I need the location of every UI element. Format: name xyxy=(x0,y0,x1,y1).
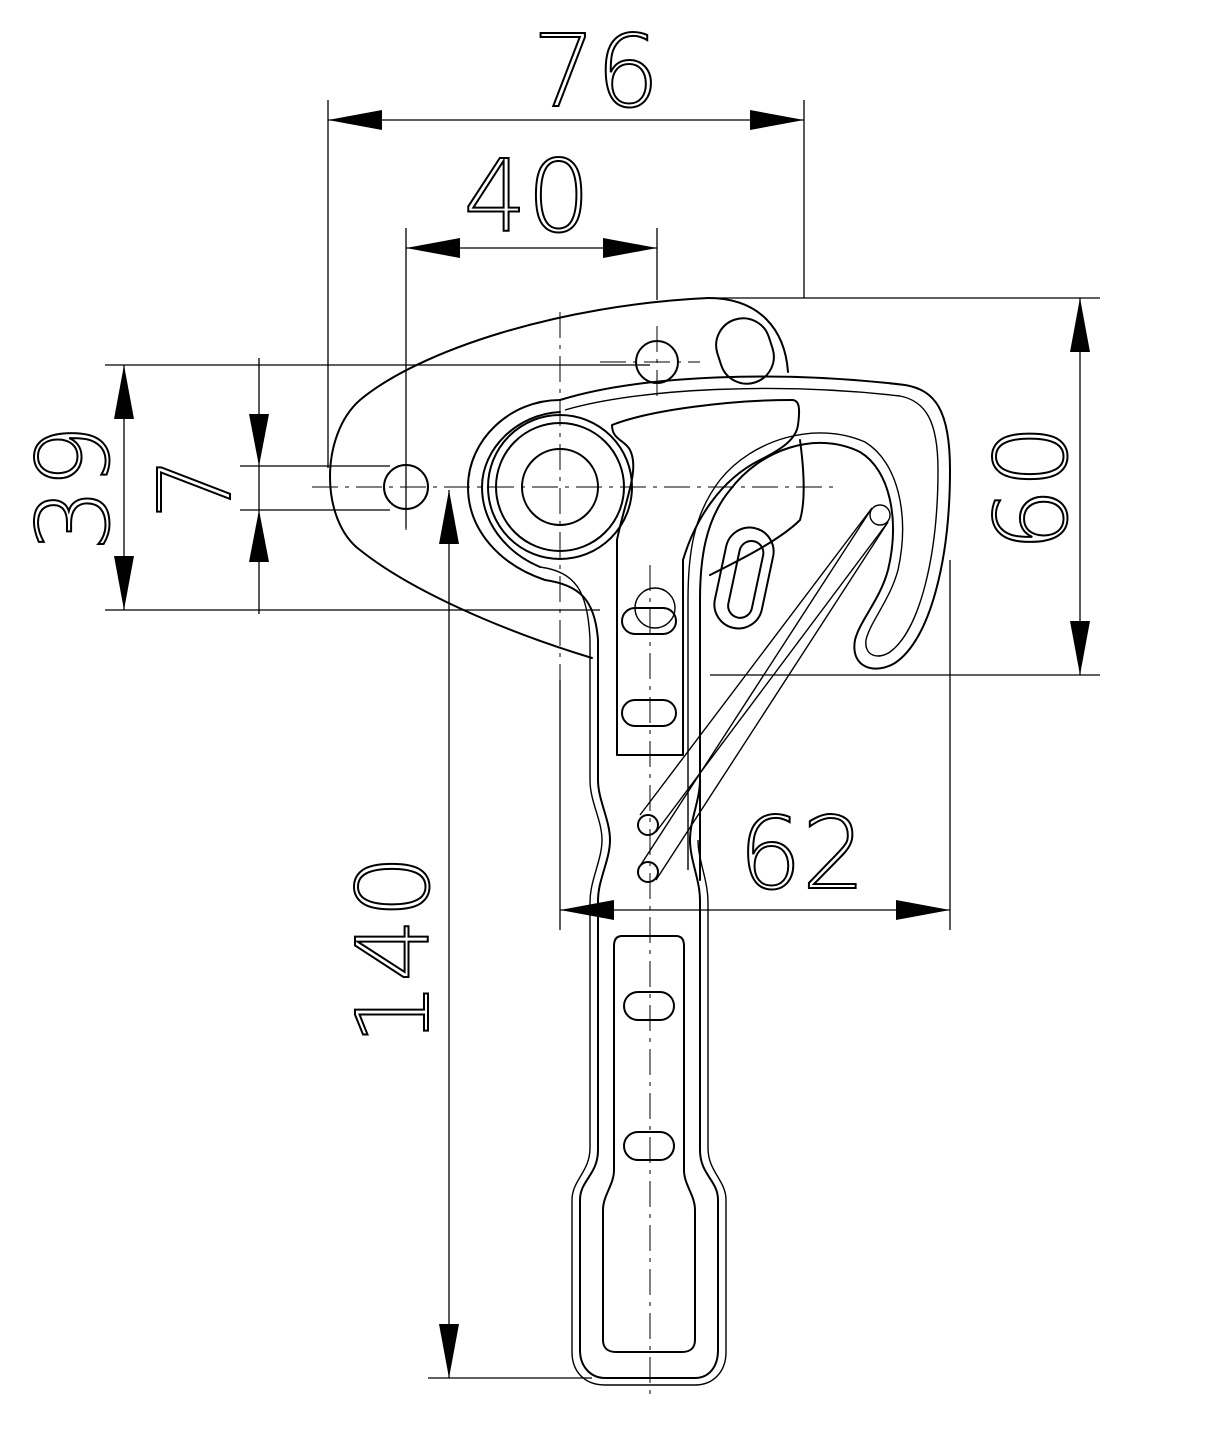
slot-lower-1 xyxy=(623,991,675,1021)
dim-label-62: 62 xyxy=(738,795,865,912)
spring-pin-upper xyxy=(637,814,659,836)
dimension-handle-length xyxy=(439,490,459,1378)
dimension-pivot-to-hole xyxy=(406,238,657,258)
dim-label-39: 39 xyxy=(15,424,132,551)
dim-label-140: 140 xyxy=(335,855,452,1046)
slot-upper xyxy=(621,607,677,635)
dim-label-7: 7 xyxy=(137,456,254,520)
spring-pin-lower xyxy=(637,861,659,883)
pivot-outer-ring xyxy=(487,414,633,560)
dim-label-76: 76 xyxy=(532,13,659,130)
dim-label-40: 40 xyxy=(463,138,590,255)
mounting-hole-top xyxy=(635,340,679,384)
dimension-body-height xyxy=(114,365,134,610)
dimension-hook-reach xyxy=(560,900,950,920)
extension-lines xyxy=(105,100,1100,1379)
slot-lower-2 xyxy=(623,1131,675,1161)
pivot-boss xyxy=(467,399,633,581)
dim-label-60: 60 xyxy=(973,424,1090,551)
slot-middle xyxy=(621,699,677,727)
mounting-hole-left xyxy=(383,464,429,510)
spring-linkage xyxy=(637,504,891,883)
handle xyxy=(539,566,727,1386)
dimension-overall-width xyxy=(328,110,804,130)
pivot-bore xyxy=(521,448,599,526)
center-lines xyxy=(312,312,840,1395)
dimension-hook-height xyxy=(1070,298,1090,675)
dimension-hole-offset xyxy=(249,358,269,614)
hook-arm xyxy=(559,375,951,881)
